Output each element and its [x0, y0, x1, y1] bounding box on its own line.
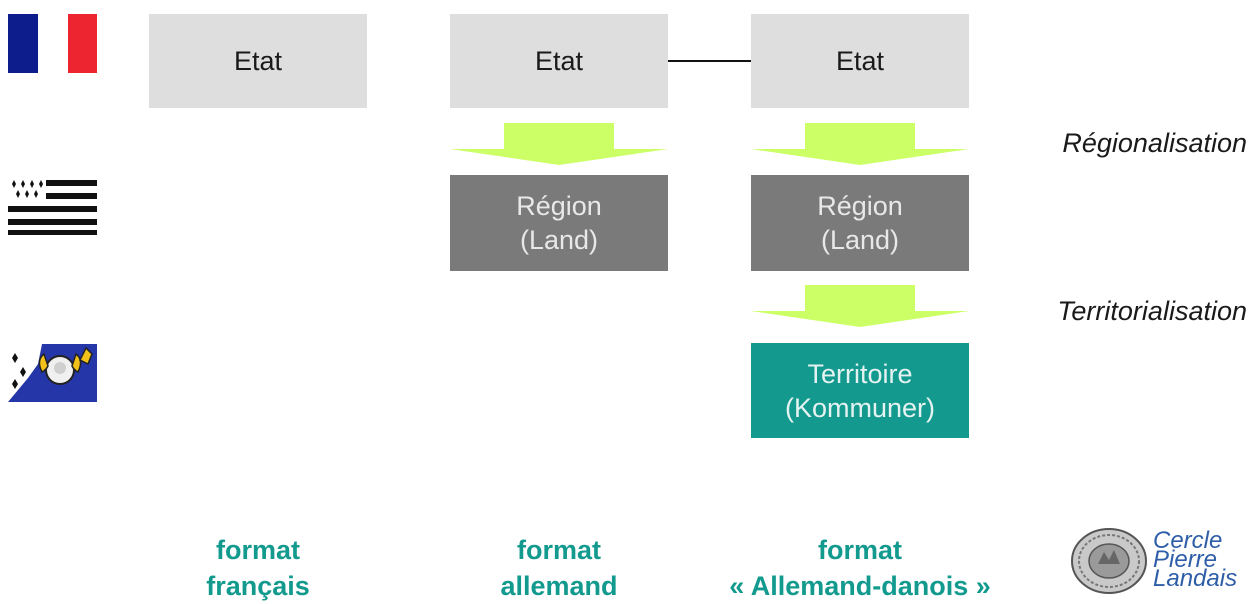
- regionalisation-label: Régionalisation: [1062, 128, 1247, 158]
- flag-brittany-icon: [8, 178, 97, 236]
- etat-connector-line: [668, 60, 751, 62]
- flag-france-icon: [8, 14, 97, 73]
- format-allemand-caption: format allemand: [500, 535, 618, 601]
- format-danois-caption: format « Allemand-danois »: [729, 535, 991, 601]
- region-box-danois: Région (Land): [751, 175, 969, 271]
- territorialisation-arrow: [751, 285, 969, 327]
- etat-box-danois: Etat: [751, 14, 969, 108]
- territoire-box: Territoire (Kommuner): [751, 343, 969, 438]
- etat-box-allemand: Etat: [450, 14, 668, 108]
- cercle-pierre-landais-seal-icon: [1071, 528, 1147, 594]
- region-box-allemand: Région (Land): [450, 175, 668, 271]
- logo-text: Cercle Pierre Landais: [1153, 527, 1238, 592]
- etat-box-francais: Etat: [149, 14, 367, 108]
- regionalisation-arrow-allemand: [450, 123, 668, 165]
- format-francais-caption: format français: [206, 535, 310, 601]
- flag-pays-de-la-loire-icon: [8, 344, 97, 402]
- territorialisation-label: Territorialisation: [1057, 296, 1247, 326]
- regionalisation-arrow-danois: [751, 123, 969, 165]
